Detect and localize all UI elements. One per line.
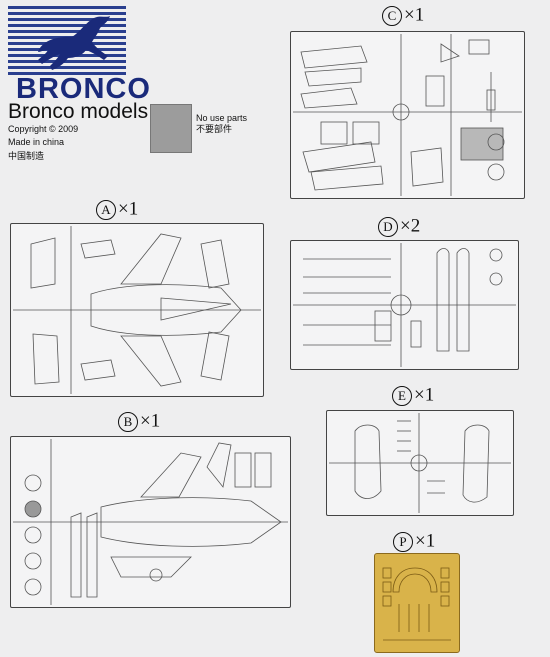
photo-etch-fret — [374, 553, 460, 653]
sprue-b-frame — [10, 436, 291, 608]
sprue-d-label: D×2 — [378, 215, 420, 238]
sprue-qty: ×1 — [404, 4, 425, 26]
sprue-letter: E — [392, 385, 412, 406]
sprue-e-frame — [326, 410, 514, 516]
sprue-b-label: B×1 — [118, 410, 160, 433]
sprue-c-parts — [293, 34, 522, 196]
sprue-qty: ×1 — [118, 198, 139, 220]
sprue-qty: ×2 — [400, 215, 421, 237]
sprue-c-label: C×1 — [382, 4, 424, 27]
photo-etch-parts — [382, 567, 451, 641]
sprue-a-parts — [13, 226, 261, 394]
sprue-e-label: E×1 — [392, 384, 434, 407]
sprue-letter: D — [378, 216, 398, 237]
sprue-p-label: P×1 — [393, 530, 435, 553]
sprue-b-parts — [13, 439, 288, 605]
sprue-letter: P — [393, 531, 413, 552]
sprue-letter: C — [382, 5, 402, 26]
sprue-d-frame — [290, 240, 519, 370]
no-use-legend: No use parts 不要部件 — [196, 113, 247, 135]
no-use-label-cn: 不要部件 — [196, 124, 233, 134]
sprue-letter: B — [118, 411, 138, 432]
sprue-a-label: A×1 — [96, 198, 138, 221]
brand-name: BRONCO — [16, 73, 151, 105]
sprue-letter: A — [96, 199, 116, 220]
made-in-cn-text: 中国制造 — [8, 151, 45, 161]
made-in-text: Made in china — [8, 137, 65, 147]
sprue-a-frame — [10, 223, 264, 397]
no-use-swatch — [150, 104, 192, 153]
sprue-qty: ×1 — [140, 410, 161, 432]
horse-icon — [38, 16, 110, 70]
sprue-qty: ×1 — [414, 384, 435, 406]
bronco-logo: BRONCO — [8, 6, 150, 105]
sprue-d-parts — [293, 243, 516, 367]
sprue-qty: ×1 — [415, 530, 436, 552]
company-name: Bronco models — [8, 100, 149, 123]
no-use-label-en: No use parts — [196, 113, 248, 123]
sprue-c-frame — [290, 31, 525, 199]
copyright-text: Copyright © 2009 — [8, 124, 79, 134]
sprue-e-parts — [329, 413, 511, 513]
